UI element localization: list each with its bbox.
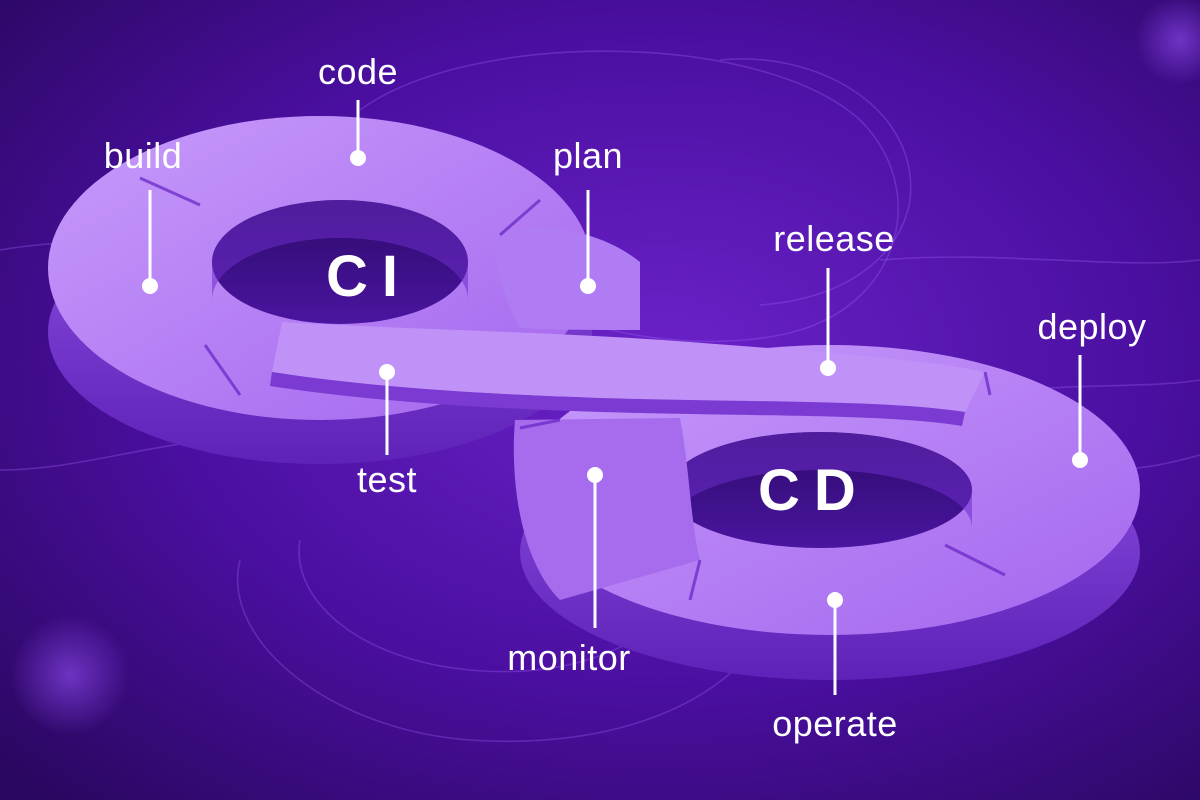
segment-seams (139, 176, 1006, 601)
callouts (142, 100, 1088, 695)
infinity-loop (48, 116, 1140, 680)
background-glow (1135, 0, 1200, 85)
loop-label-cd: CD (758, 458, 870, 523)
dot-plan (580, 278, 596, 294)
dot-deploy (1072, 452, 1088, 468)
dot-code (350, 150, 366, 166)
crossing-band-top (272, 322, 985, 412)
dot-monitor (587, 467, 603, 483)
dot-release (820, 360, 836, 376)
stage-label-build: build (104, 135, 183, 176)
stage-label-monitor: monitor (507, 637, 631, 678)
loop-label-ci: CI (326, 244, 412, 309)
crossing-band-edge (270, 372, 965, 426)
connector-upper (495, 228, 640, 330)
cd-hole-inner-wall (668, 432, 972, 528)
stage-label-deploy: deploy (1037, 306, 1146, 347)
stage-label-release: release (773, 218, 895, 259)
stage-label-operate: operate (772, 703, 898, 744)
stage-label-plan: plan (553, 135, 623, 176)
dot-operate (827, 592, 843, 608)
background-glow (10, 615, 130, 735)
dot-test (379, 364, 395, 380)
stage-label-code: code (318, 51, 398, 92)
dot-build (142, 278, 158, 294)
stage-label-test: test (357, 459, 417, 500)
ci-hole-inner-wall (212, 200, 468, 300)
connector-lower (513, 418, 700, 600)
